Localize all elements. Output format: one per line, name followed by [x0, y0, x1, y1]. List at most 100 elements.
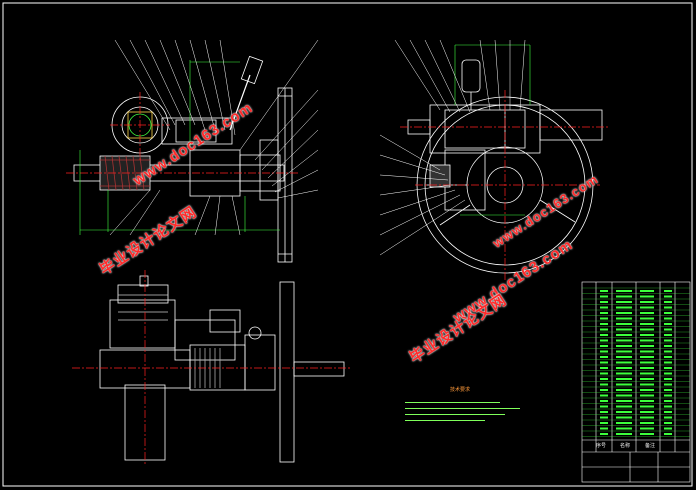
top-centerlines [72, 270, 350, 465]
parts-list-text-stroke [600, 306, 608, 309]
parts-list-text-stroke [616, 334, 632, 336]
parts-list-text-stroke [640, 328, 654, 331]
parts-list-text-stroke [664, 400, 672, 402]
title-block-label-a: 序号 [596, 443, 607, 449]
side-dimensions [454, 44, 531, 216]
parts-list-text-stroke [664, 416, 672, 419]
parts-list-text-stroke [664, 367, 672, 369]
parts-list-text-stroke [616, 301, 632, 303]
parts-list-text-stroke [664, 433, 672, 435]
side-leaders [379, 39, 526, 256]
parts-list-text-stroke [600, 411, 608, 413]
parts-list-text-stroke [640, 295, 654, 298]
parts-list-text-stroke [664, 389, 672, 391]
parts-list-text-stroke [640, 334, 654, 336]
title-block-label-b: 名称 [620, 443, 631, 449]
parts-list-text-stroke [616, 361, 632, 364]
front-centerlines [66, 92, 300, 174]
parts-list-text-stroke [664, 378, 672, 380]
front-leaders [109, 39, 319, 236]
parts-list-text-stroke [664, 411, 672, 413]
parts-list-text-stroke [616, 345, 632, 347]
parts-list-text-stroke [616, 312, 632, 314]
parts-list-text-stroke [640, 350, 654, 353]
parts-list-text-stroke [664, 301, 672, 303]
parts-list-text-stroke [616, 378, 632, 380]
parts-list-text-stroke [600, 383, 608, 386]
parts-list-text-stroke [600, 405, 608, 408]
parts-list-text-stroke [600, 317, 608, 320]
parts-list-text-stroke [616, 400, 632, 402]
parts-list-text-stroke [600, 367, 608, 369]
parts-list-text-stroke [640, 372, 654, 375]
side-centerlines [400, 90, 610, 280]
parts-list-text-stroke [616, 328, 632, 331]
parts-list-text-stroke [600, 433, 608, 435]
parts-list-text-stroke [616, 416, 632, 419]
parts-list-text-stroke [616, 383, 632, 386]
parts-list-text-stroke [664, 290, 672, 292]
parts-list-text-stroke [640, 367, 654, 369]
parts-list-table [581, 281, 691, 483]
parts-list-text-stroke [664, 295, 672, 298]
parts-list-text-stroke [600, 339, 608, 342]
parts-list-text-stroke [616, 295, 632, 298]
parts-list-text-stroke [664, 361, 672, 364]
parts-list-text-stroke [640, 317, 654, 320]
parts-list-text-stroke [616, 356, 632, 358]
parts-list-text-stroke [616, 350, 632, 353]
parts-list-text-stroke [664, 405, 672, 408]
parts-list-text-stroke [600, 416, 608, 419]
parts-list-text-stroke [616, 339, 632, 342]
parts-list-text-stroke [664, 422, 672, 424]
parts-list-text-stroke [664, 323, 672, 325]
parts-list-text-stroke [640, 427, 654, 430]
parts-list-text-stroke [664, 383, 672, 386]
parts-list-text-stroke [600, 422, 608, 424]
parts-list-text-stroke [600, 345, 608, 347]
parts-list-text-stroke [616, 290, 632, 292]
parts-list-text-stroke [600, 356, 608, 358]
parts-list-text-stroke [616, 427, 632, 430]
parts-list-rows [582, 287, 690, 437]
parts-list-text-stroke [640, 361, 654, 364]
parts-list-text-stroke [640, 383, 654, 386]
parts-list-text-stroke [664, 372, 672, 375]
title-block-label-c: 备注 [645, 443, 656, 449]
parts-list-text-stroke [600, 389, 608, 391]
parts-list-text-stroke [640, 323, 654, 325]
parts-list-text-stroke [640, 356, 654, 358]
parts-list-text-stroke [600, 290, 608, 292]
notes-title: 技术要求 [450, 387, 471, 393]
parts-list-text-stroke [640, 394, 654, 397]
parts-list-text-stroke [616, 433, 632, 435]
parts-list-text-stroke [664, 356, 672, 358]
parts-list-text-stroke [616, 389, 632, 391]
parts-list-text-stroke [616, 323, 632, 325]
parts-list-text-stroke [640, 306, 654, 309]
parts-list-text-stroke [640, 312, 654, 314]
parts-list-text-stroke [600, 301, 608, 303]
parts-list-text [600, 290, 672, 435]
front-dimensions [79, 60, 280, 235]
parts-list-text-stroke [600, 312, 608, 314]
parts-list-text-stroke [600, 334, 608, 336]
parts-list-text-stroke [616, 422, 632, 424]
parts-list-text-stroke [664, 345, 672, 347]
parts-list-text-stroke [600, 372, 608, 375]
parts-list-text-stroke [640, 378, 654, 380]
parts-list-text-stroke [640, 345, 654, 347]
parts-list-text-stroke [640, 290, 654, 292]
parts-list-text-stroke [616, 367, 632, 369]
parts-list-text-stroke [640, 411, 654, 413]
parts-list-text-stroke [616, 411, 632, 413]
top-view [99, 275, 345, 463]
parts-list-text-stroke [616, 317, 632, 320]
parts-list-text-stroke [600, 427, 608, 430]
parts-list-text-stroke [616, 394, 632, 397]
parts-list-text-stroke [664, 350, 672, 353]
parts-list-text-stroke [616, 372, 632, 375]
parts-list-text-stroke [640, 301, 654, 303]
